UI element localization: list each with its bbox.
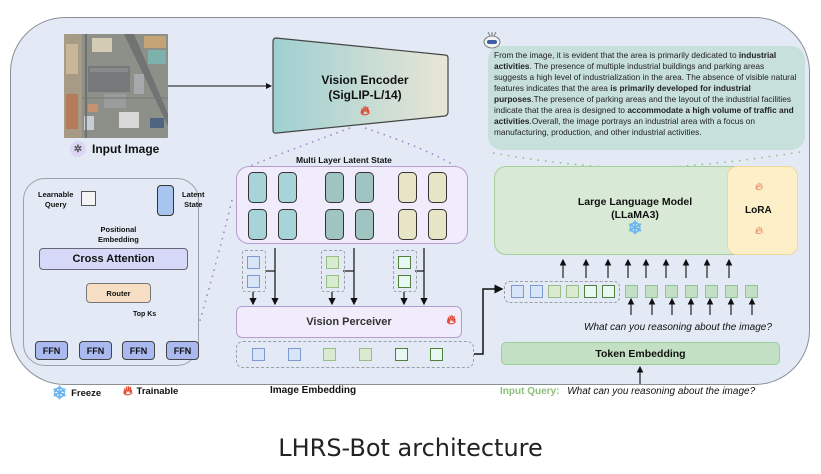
fire-icon: 🔥︎ <box>755 181 764 193</box>
cross-attention: Cross Attention <box>39 248 188 270</box>
vision-perceiver: Vision Perceiver 🔥︎ <box>236 306 462 338</box>
query-token <box>398 256 411 269</box>
llm-label: Large Language Model (LLaMA3) ❄ <box>550 196 720 238</box>
input-image-label: ✲ Input Image <box>70 141 159 157</box>
query-token <box>398 275 411 288</box>
query-token <box>326 275 339 288</box>
llm-text-token <box>725 285 738 298</box>
legend-trainable: 🔥︎ Trainable <box>123 383 179 398</box>
satellite-icon: ✲ <box>70 141 86 157</box>
llm-text-token <box>625 285 638 298</box>
latent-state-box <box>157 185 174 216</box>
latent-token <box>398 172 417 203</box>
llm-text-token <box>665 285 678 298</box>
llm-input-token <box>602 285 615 298</box>
response-segment: .Overall, the image portrays an industri… <box>494 116 756 137</box>
input-query-label: Input Query: <box>500 386 560 397</box>
latent-token <box>428 172 447 203</box>
lora-adapter <box>727 166 798 255</box>
latent-token <box>278 172 297 203</box>
input-query-text: What can you reasoning about the image? <box>567 386 756 397</box>
llm-input-token <box>566 285 579 298</box>
ffn-expert: FFN <box>122 341 155 360</box>
latent-token <box>398 209 417 240</box>
embedding-token <box>395 348 408 361</box>
embedding-token <box>323 348 336 361</box>
question-text: What can you reasoning about the image? <box>584 322 772 333</box>
query-group-1 <box>242 250 266 292</box>
llm-input-token <box>530 285 543 298</box>
query-group-3 <box>393 250 417 292</box>
llm-text-token <box>705 285 718 298</box>
embedding-token <box>359 348 372 361</box>
latent-token <box>428 209 447 240</box>
image-embedding-row <box>236 341 474 368</box>
query-token <box>247 275 260 288</box>
embedding-token <box>252 348 265 361</box>
vision-encoder: Vision Encoder (SigLIP-L/14) 🔥︎ <box>290 73 440 118</box>
query-token <box>326 256 339 269</box>
input-query: Input Query: What can you reasoning abou… <box>500 386 755 397</box>
input-aerial-image <box>64 34 168 138</box>
snowflake-icon: ❄ <box>52 383 68 403</box>
latent-token <box>325 209 344 240</box>
embedding-token <box>430 348 443 361</box>
fire-icon: 🔥︎ <box>123 383 133 398</box>
figure-caption: LHRS-Bot architecture <box>278 434 543 462</box>
robot-icon <box>482 30 502 50</box>
ffn-expert: FFN <box>79 341 112 360</box>
image-embedding-label: Image Embedding <box>270 385 357 396</box>
latent-token <box>278 209 297 240</box>
latent-token <box>355 209 374 240</box>
llm-image-token-group <box>504 281 620 303</box>
lora-label: LoRA <box>745 205 772 216</box>
response-text: From the image, it is evident that the a… <box>494 50 796 137</box>
query-group-2 <box>321 250 345 292</box>
top-ks-label: Top Ks <box>133 311 157 318</box>
response-segment: From the image, it is evident that the a… <box>494 50 739 60</box>
ffn-expert: FFN <box>35 341 68 360</box>
response-bubble: From the image, it is evident that the a… <box>488 46 805 150</box>
legend-freeze: ❄ Freeze <box>52 383 102 403</box>
router: Router <box>86 283 151 303</box>
fire-icon: 🔥︎ <box>360 103 370 118</box>
response-segment: . The presence of multiple industrial bu… <box>494 61 797 93</box>
latent-token <box>325 172 344 203</box>
latent-token <box>248 209 267 240</box>
fire-icon: 🔥︎ <box>446 312 456 327</box>
learnable-query-box <box>81 191 96 206</box>
multi-layer-latent-state-label: Multi Layer Latent State <box>296 155 392 165</box>
ffn-expert: FFN <box>166 341 199 360</box>
response-highlight: industrial activities <box>494 50 777 71</box>
llm-input-token <box>511 285 524 298</box>
llm-text-token <box>685 285 698 298</box>
snowflake-icon: ❄ <box>627 218 643 238</box>
token-embedding: Token Embedding <box>501 342 780 365</box>
response-highlight: accommodate a high volume of traffic and… <box>494 105 794 126</box>
response-highlight: is primarily developed for industrial pu… <box>494 83 751 104</box>
llm-text-token <box>745 285 758 298</box>
llm-text-token <box>645 285 658 298</box>
embedding-token <box>288 348 301 361</box>
latent-token <box>248 172 267 203</box>
response-segment: .The presence of parking areas and the l… <box>494 94 792 115</box>
latent-token <box>355 172 374 203</box>
query-token <box>247 256 260 269</box>
llm-input-token <box>584 285 597 298</box>
fire-icon: 🔥︎ <box>755 225 764 237</box>
llm-input-token <box>548 285 561 298</box>
